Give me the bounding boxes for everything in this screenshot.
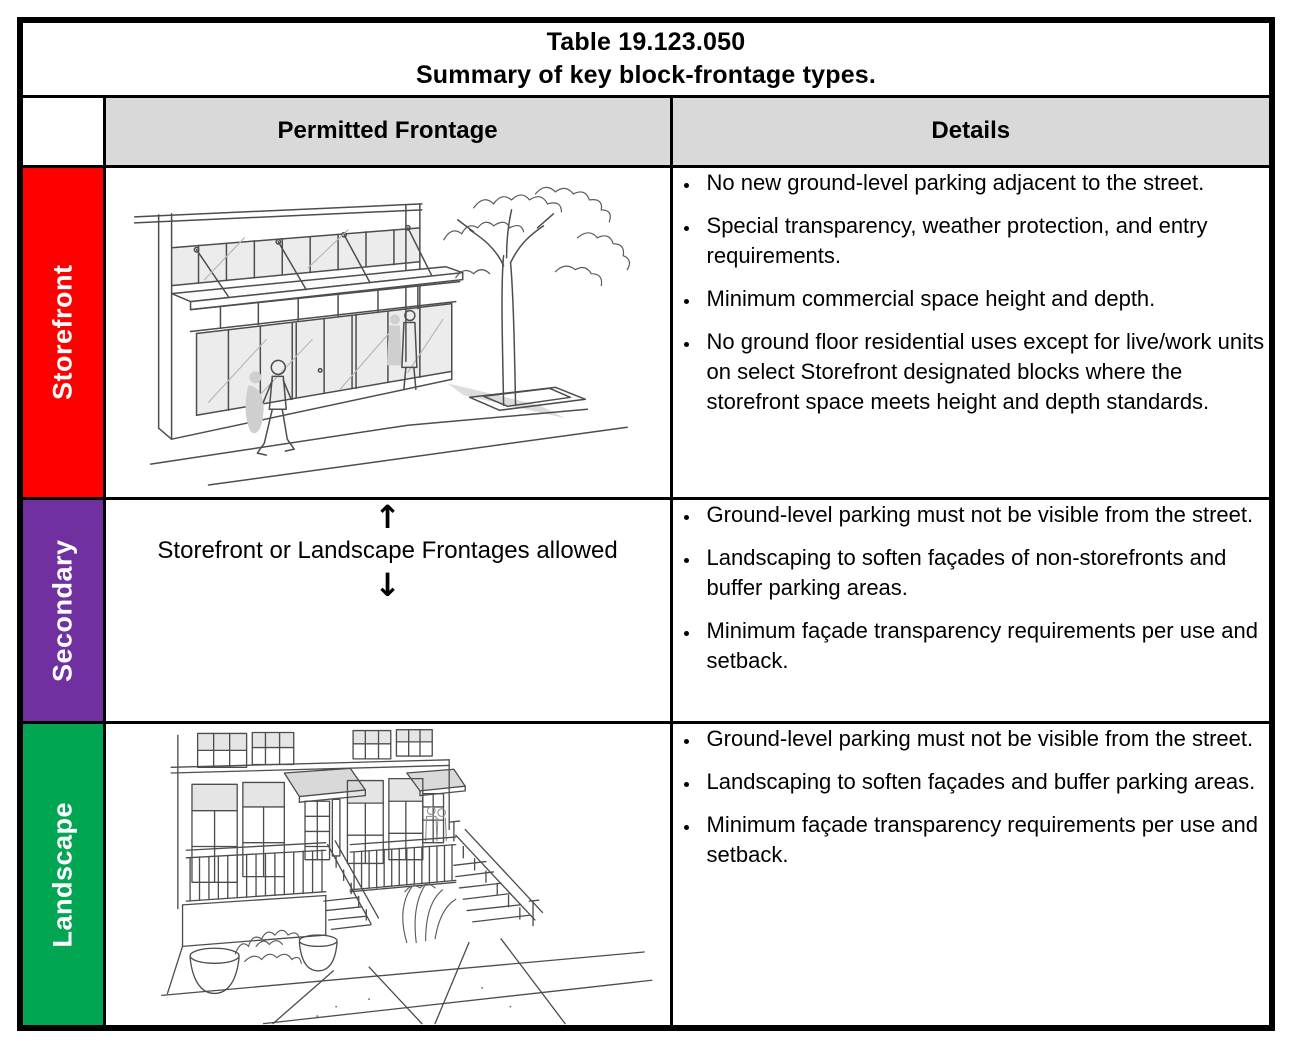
detail-bullet-item: Ground-level parking must not be visible…: [701, 725, 1269, 754]
frontage-table: Table 19.123.050 Summary of key block-fr…: [17, 17, 1275, 1031]
row-label-cell-secondary: Secondary: [18, 496, 106, 724]
detail-bullet-item: Minimum façade transparency requirements…: [701, 616, 1269, 676]
detail-bullet-item: Landscaping to soften façades of non-sto…: [701, 543, 1269, 603]
detail-bullet-item: No ground floor residential uses except …: [701, 327, 1269, 417]
row-storefront: Storefront: [18, 164, 1274, 500]
row-secondary: Secondary ↑ Storefront or Landscape Fron…: [18, 496, 1274, 724]
storefront-frontage-cell: [102, 164, 673, 500]
header-row: Permitted Frontage Details: [18, 94, 1274, 168]
storefront-illustration: [133, 186, 630, 486]
row-landscape: Landscape: [18, 720, 1274, 1030]
landscape-details-cell: Ground-level parking must not be visible…: [669, 720, 1274, 1030]
storefront-details-cell: No new ground-level parking adjacent to …: [669, 164, 1274, 500]
storefront-details-list: No new ground-level parking adjacent to …: [674, 169, 1269, 417]
row-label-cell-landscape: Landscape: [18, 720, 106, 1030]
row-label-landscape: Landscape: [47, 801, 78, 948]
detail-bullet-item: Landscaping to soften façades and buffer…: [701, 767, 1269, 797]
detail-bullet-item: Ground-level parking must not be visible…: [701, 501, 1269, 530]
detail-bullet-item: Minimum façade transparency requirements…: [701, 810, 1269, 870]
title-row: Table 19.123.050 Summary of key block-fr…: [18, 18, 1274, 98]
corner-spacer-cell: [18, 94, 106, 168]
landscape-frontage-cell: [102, 720, 673, 1030]
detail-bullet-item: Minimum commercial space height and dept…: [701, 284, 1269, 314]
column-header-permitted-frontage: Permitted Frontage: [102, 94, 673, 168]
row-label-storefront: Storefront: [47, 264, 78, 400]
secondary-details-list: Ground-level parking must not be visible…: [674, 501, 1269, 676]
table-number: Table 19.123.050: [546, 27, 746, 56]
secondary-details-cell: Ground-level parking must not be visible…: [669, 496, 1274, 724]
down-arrow-icon: ↓: [374, 565, 401, 604]
detail-bullet-item: No new ground-level parking adjacent to …: [701, 169, 1269, 198]
secondary-frontage-caption: Storefront or Landscape Frontages allowe…: [157, 536, 618, 564]
up-arrow-icon: ↑: [374, 498, 401, 536]
landscape-illustration: [160, 728, 653, 1024]
detail-bullet-item: Special transparency, weather protection…: [701, 211, 1269, 271]
secondary-frontage-cell: ↑ Storefront or Landscape Frontages allo…: [102, 496, 673, 724]
landscape-details-list: Ground-level parking must not be visible…: [674, 725, 1269, 870]
column-header-details: Details: [669, 94, 1274, 168]
table-subtitle: Summary of key block-frontage types.: [415, 60, 877, 89]
row-label-secondary: Secondary: [47, 538, 78, 682]
row-label-cell-storefront: Storefront: [18, 164, 106, 500]
table-title-cell: Table 19.123.050 Summary of key block-fr…: [18, 18, 1274, 98]
